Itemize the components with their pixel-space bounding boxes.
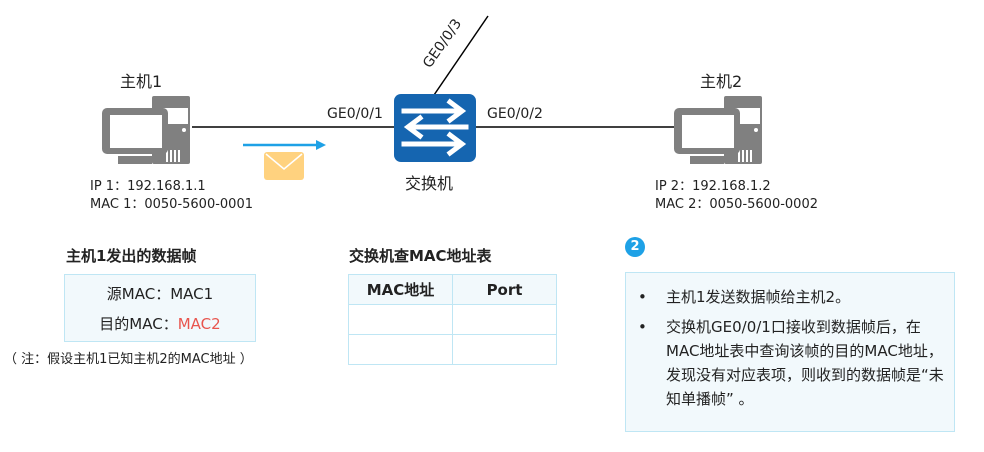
frame-dst-mac: 目的MAC：MAC2 xyxy=(65,313,255,334)
frame-dst-label: 目的MAC： xyxy=(99,315,178,333)
frame-dst-value: MAC2 xyxy=(177,315,221,333)
host1-mac: MAC 1：0050-5600-0001 xyxy=(90,197,253,212)
list-item: •交换机GE0/0/1口接收到数据帧后，在MAC地址表中查询该帧的目的MAC地址… xyxy=(626,315,954,411)
step-description-box: •主机1发送数据帧给主机2。 •交换机GE0/0/1口接收到数据帧后，在MAC地… xyxy=(625,272,955,432)
table-row xyxy=(348,334,557,365)
port-ge001-label: GE0/0/1 xyxy=(327,106,383,122)
port-ge002-label: GE0/0/2 xyxy=(487,106,543,122)
envelope-icon xyxy=(264,152,304,180)
frame-src-mac: 源MAC：MAC1 xyxy=(65,283,255,304)
frame-src-value: MAC1 xyxy=(170,285,214,303)
mac-table-title: 交换机查MAC地址表 xyxy=(349,247,492,265)
frame-box: 源MAC：MAC1 目的MAC：MAC2 xyxy=(64,274,256,342)
table-cell xyxy=(452,334,557,365)
host1-computer-icon[interactable] xyxy=(102,94,194,166)
host2-ip: IP 2：192.168.1.2 xyxy=(655,179,771,194)
host1-ip: IP 1：192.168.1.1 xyxy=(90,179,206,194)
host2-mac: MAC 2：0050-5600-0002 xyxy=(655,197,818,212)
frame-title: 主机1发出的数据帧 xyxy=(66,247,197,265)
mac-table: MAC地址 Port xyxy=(348,274,557,365)
traffic-arrow-icon xyxy=(243,140,326,150)
host2-computer-icon[interactable] xyxy=(674,94,766,166)
bullet-icon: • xyxy=(638,318,647,336)
table-cell xyxy=(452,304,557,335)
table-cell xyxy=(348,304,453,335)
frame-src-label: 源MAC： xyxy=(106,285,171,303)
bullet-icon: • xyxy=(638,288,647,306)
frame-note: （ 注：假设主机1已知主机2的MAC地址 ） xyxy=(4,352,253,367)
switch-icon[interactable] xyxy=(394,94,476,162)
mac-table-header-mac: MAC地址 xyxy=(348,274,453,305)
table-row xyxy=(348,304,557,335)
table-cell xyxy=(348,334,453,365)
link-switch-ge003 xyxy=(433,15,489,96)
host2-title: 主机2 xyxy=(700,72,743,91)
mac-table-header: MAC地址 Port xyxy=(348,274,557,305)
mac-table-header-port: Port xyxy=(452,274,557,305)
list-item: •主机1发送数据帧给主机2。 xyxy=(626,285,954,309)
host1-title: 主机1 xyxy=(120,72,163,91)
step-number-badge: 2 xyxy=(625,237,645,257)
switch-title: 交换机 xyxy=(405,174,454,193)
